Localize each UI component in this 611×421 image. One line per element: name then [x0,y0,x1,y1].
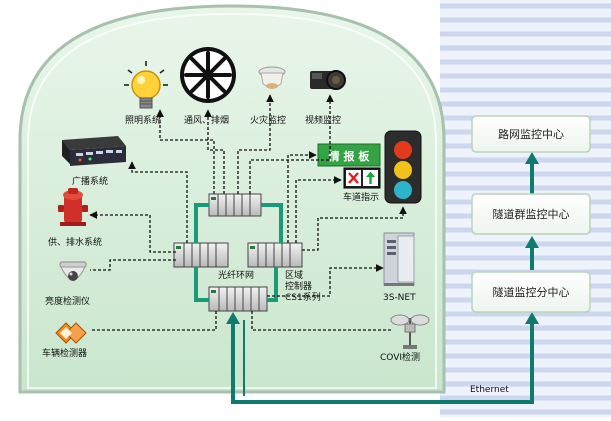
ethernet-link [231,160,534,404]
label-controller-2: 控制器 [285,280,312,292]
info-board-label: 情 报 板 [329,149,371,163]
brightness-meter-icon [59,261,87,281]
server-cabinet-icon [383,232,415,286]
center-group-label: 隧道群监控中心 [493,207,570,221]
light-bulb-icon [124,61,168,109]
plc-controller-top [208,193,262,217]
label-covi: COVI检测 [380,351,420,363]
dashed-connectors [89,94,407,331]
center-subcenter-label: 隧道监控分中心 [493,285,570,299]
label-fiber-ring: 光纤环网 [218,269,254,281]
info-board: 情 报 板 [317,143,381,167]
label-water: 供、排水系统 [48,236,102,248]
center-network-label: 路网监控中心 [498,127,564,141]
broadcast-equipment-icon [62,136,126,166]
label-fire: 火灾监控 [250,114,286,126]
fiber-ring [194,203,283,302]
label-lane: 车道指示 [343,191,379,203]
label-ethernet: Ethernet [470,385,509,395]
label-broadcast: 广播系统 [72,175,108,187]
plc-controller-left [173,242,229,268]
label-lighting: 照明系统 [125,114,161,126]
plc-controller-bottom [208,286,268,312]
control-center-network [471,115,591,153]
fire-hydrant-icon [58,188,88,226]
vehicle-detector-icon [55,322,87,344]
label-video: 视频监控 [305,114,341,126]
smoke-detector-icon [258,66,286,89]
label-vehicle: 车辆检测器 [42,347,87,359]
control-center-group [471,193,591,235]
plc-controller-right [247,242,303,268]
label-ventilation: 通风、排烟 [184,114,229,126]
label-controller-3: CS1系列 [285,291,321,303]
label-3snet: 3S-NET [383,293,416,303]
covi-sensor-icon [390,314,430,349]
lane-sign-icon [343,167,381,189]
label-brightness: 亮度检测仪 [45,295,90,307]
video-camera-icon [310,70,346,90]
control-center-subcenter [471,271,591,313]
label-controller-1: 区域 [285,269,303,281]
ethernet-arrows [226,152,539,324]
traffic-light-icon [384,130,422,204]
fan-icon [180,47,236,103]
